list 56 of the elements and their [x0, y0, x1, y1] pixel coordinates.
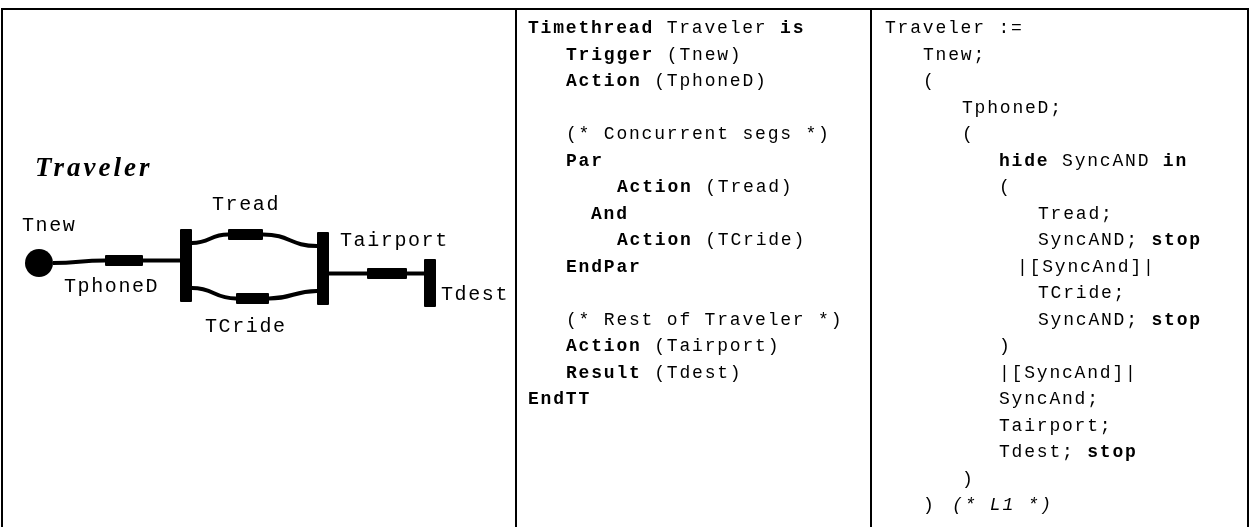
- code-line: |[SyncAnd]|: [1017, 255, 1156, 278]
- path-bar: [105, 255, 143, 266]
- node-label: Tairport: [340, 231, 449, 251]
- code-line: Action (Tairport): [566, 335, 781, 357]
- path-line: [329, 271, 367, 276]
- code-line: ): [962, 467, 975, 490]
- code-line: Traveler :=: [885, 17, 1024, 39]
- code-line: TphoneD;: [962, 96, 1063, 119]
- code-line: And: [591, 202, 629, 225]
- diagram-title: Traveler: [35, 152, 153, 183]
- code-line: (* L1 *): [952, 494, 1053, 516]
- path-line: [407, 271, 424, 276]
- node-label: TCride: [205, 317, 287, 337]
- code-line: Result (Tdest): [566, 361, 743, 384]
- code-line: (: [923, 70, 936, 92]
- code-line: (: [962, 123, 975, 145]
- node-label: Tread: [212, 195, 280, 215]
- path-line: [143, 258, 180, 263]
- path-line: [268, 289, 318, 301]
- code-line: Par: [566, 149, 604, 172]
- code-line: SyncAND; stop: [1038, 308, 1202, 331]
- code-line: EndTT: [528, 388, 591, 410]
- code-line: ): [923, 494, 936, 516]
- node-label: Tdest: [441, 285, 509, 305]
- path-line: [191, 286, 237, 301]
- path-bar: [236, 293, 269, 304]
- path-line: [191, 232, 229, 245]
- code-line: Tairport;: [999, 414, 1113, 437]
- path-bar: [180, 229, 192, 302]
- path-bar: [367, 268, 407, 279]
- path-line: [262, 232, 318, 248]
- code-line: TCride;: [1038, 282, 1127, 304]
- code-line: Trigger (Tnew): [566, 43, 743, 66]
- code-line: Action (Tread): [617, 176, 794, 198]
- code-line: (: [999, 176, 1012, 198]
- code-line: SyncAND; stop: [1038, 229, 1202, 251]
- code-line: hide SyncAND in: [999, 149, 1189, 172]
- code-line: |[SyncAnd]|: [999, 361, 1138, 384]
- code-line: Action (TphoneD): [566, 70, 768, 92]
- code-line: SyncAnd;: [999, 388, 1100, 410]
- path-bar: [228, 229, 263, 240]
- code-line: ): [999, 335, 1012, 357]
- code-line: Tdest; stop: [999, 441, 1138, 463]
- node-label: Tnew: [22, 216, 77, 236]
- path-bar: [317, 232, 329, 305]
- code-line: (* Rest of Traveler *): [566, 308, 844, 331]
- code-line: Action (TCride): [617, 229, 807, 251]
- node-label: TphoneD: [64, 277, 160, 297]
- code-line: (* Concurrent segs *): [566, 123, 831, 145]
- code-line: Tnew;: [923, 43, 986, 66]
- path-line: [53, 258, 105, 265]
- path-bar: [424, 259, 436, 307]
- code-line: EndPar: [566, 255, 642, 278]
- code-line: Tread;: [1038, 202, 1114, 225]
- code-line: Timethread Traveler is: [528, 17, 806, 39]
- start-point: [25, 249, 53, 277]
